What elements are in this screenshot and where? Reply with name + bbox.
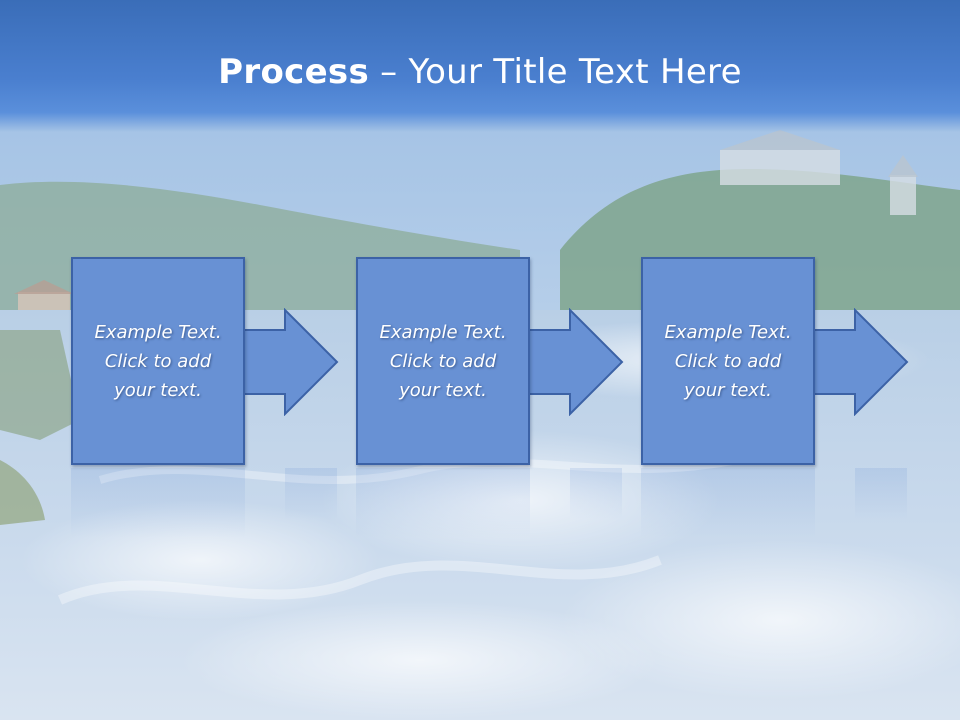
step-3-arrow-icon: [813, 308, 909, 416]
step-3-reflection: [641, 468, 815, 538]
step-2-arrow-icon: [528, 308, 624, 416]
arrow-2-reflection: [570, 468, 622, 520]
title-band: [0, 0, 960, 132]
arrow-1-reflection: [285, 468, 337, 520]
step-1-arrow-icon: [243, 308, 339, 416]
step-2-reflection: [356, 468, 530, 538]
step-3-box[interactable]: Example Text. Click to add your text.: [641, 257, 815, 465]
step-3-text[interactable]: Example Text. Click to add your text.: [664, 321, 792, 401]
slide-title[interactable]: Process – Your Title Text Here: [0, 52, 960, 92]
step-1-reflection: [71, 468, 245, 538]
step-1-text[interactable]: Example Text. Click to add your text.: [94, 321, 222, 401]
title-separator: –: [369, 52, 409, 92]
step-2-text[interactable]: Example Text. Click to add your text.: [379, 321, 507, 401]
title-rest: Your Title Text Here: [408, 52, 742, 92]
step-2-box[interactable]: Example Text. Click to add your text.: [356, 257, 530, 465]
title-bold: Process: [218, 52, 370, 92]
arrow-3-reflection: [855, 468, 907, 520]
step-1-box[interactable]: Example Text. Click to add your text.: [71, 257, 245, 465]
